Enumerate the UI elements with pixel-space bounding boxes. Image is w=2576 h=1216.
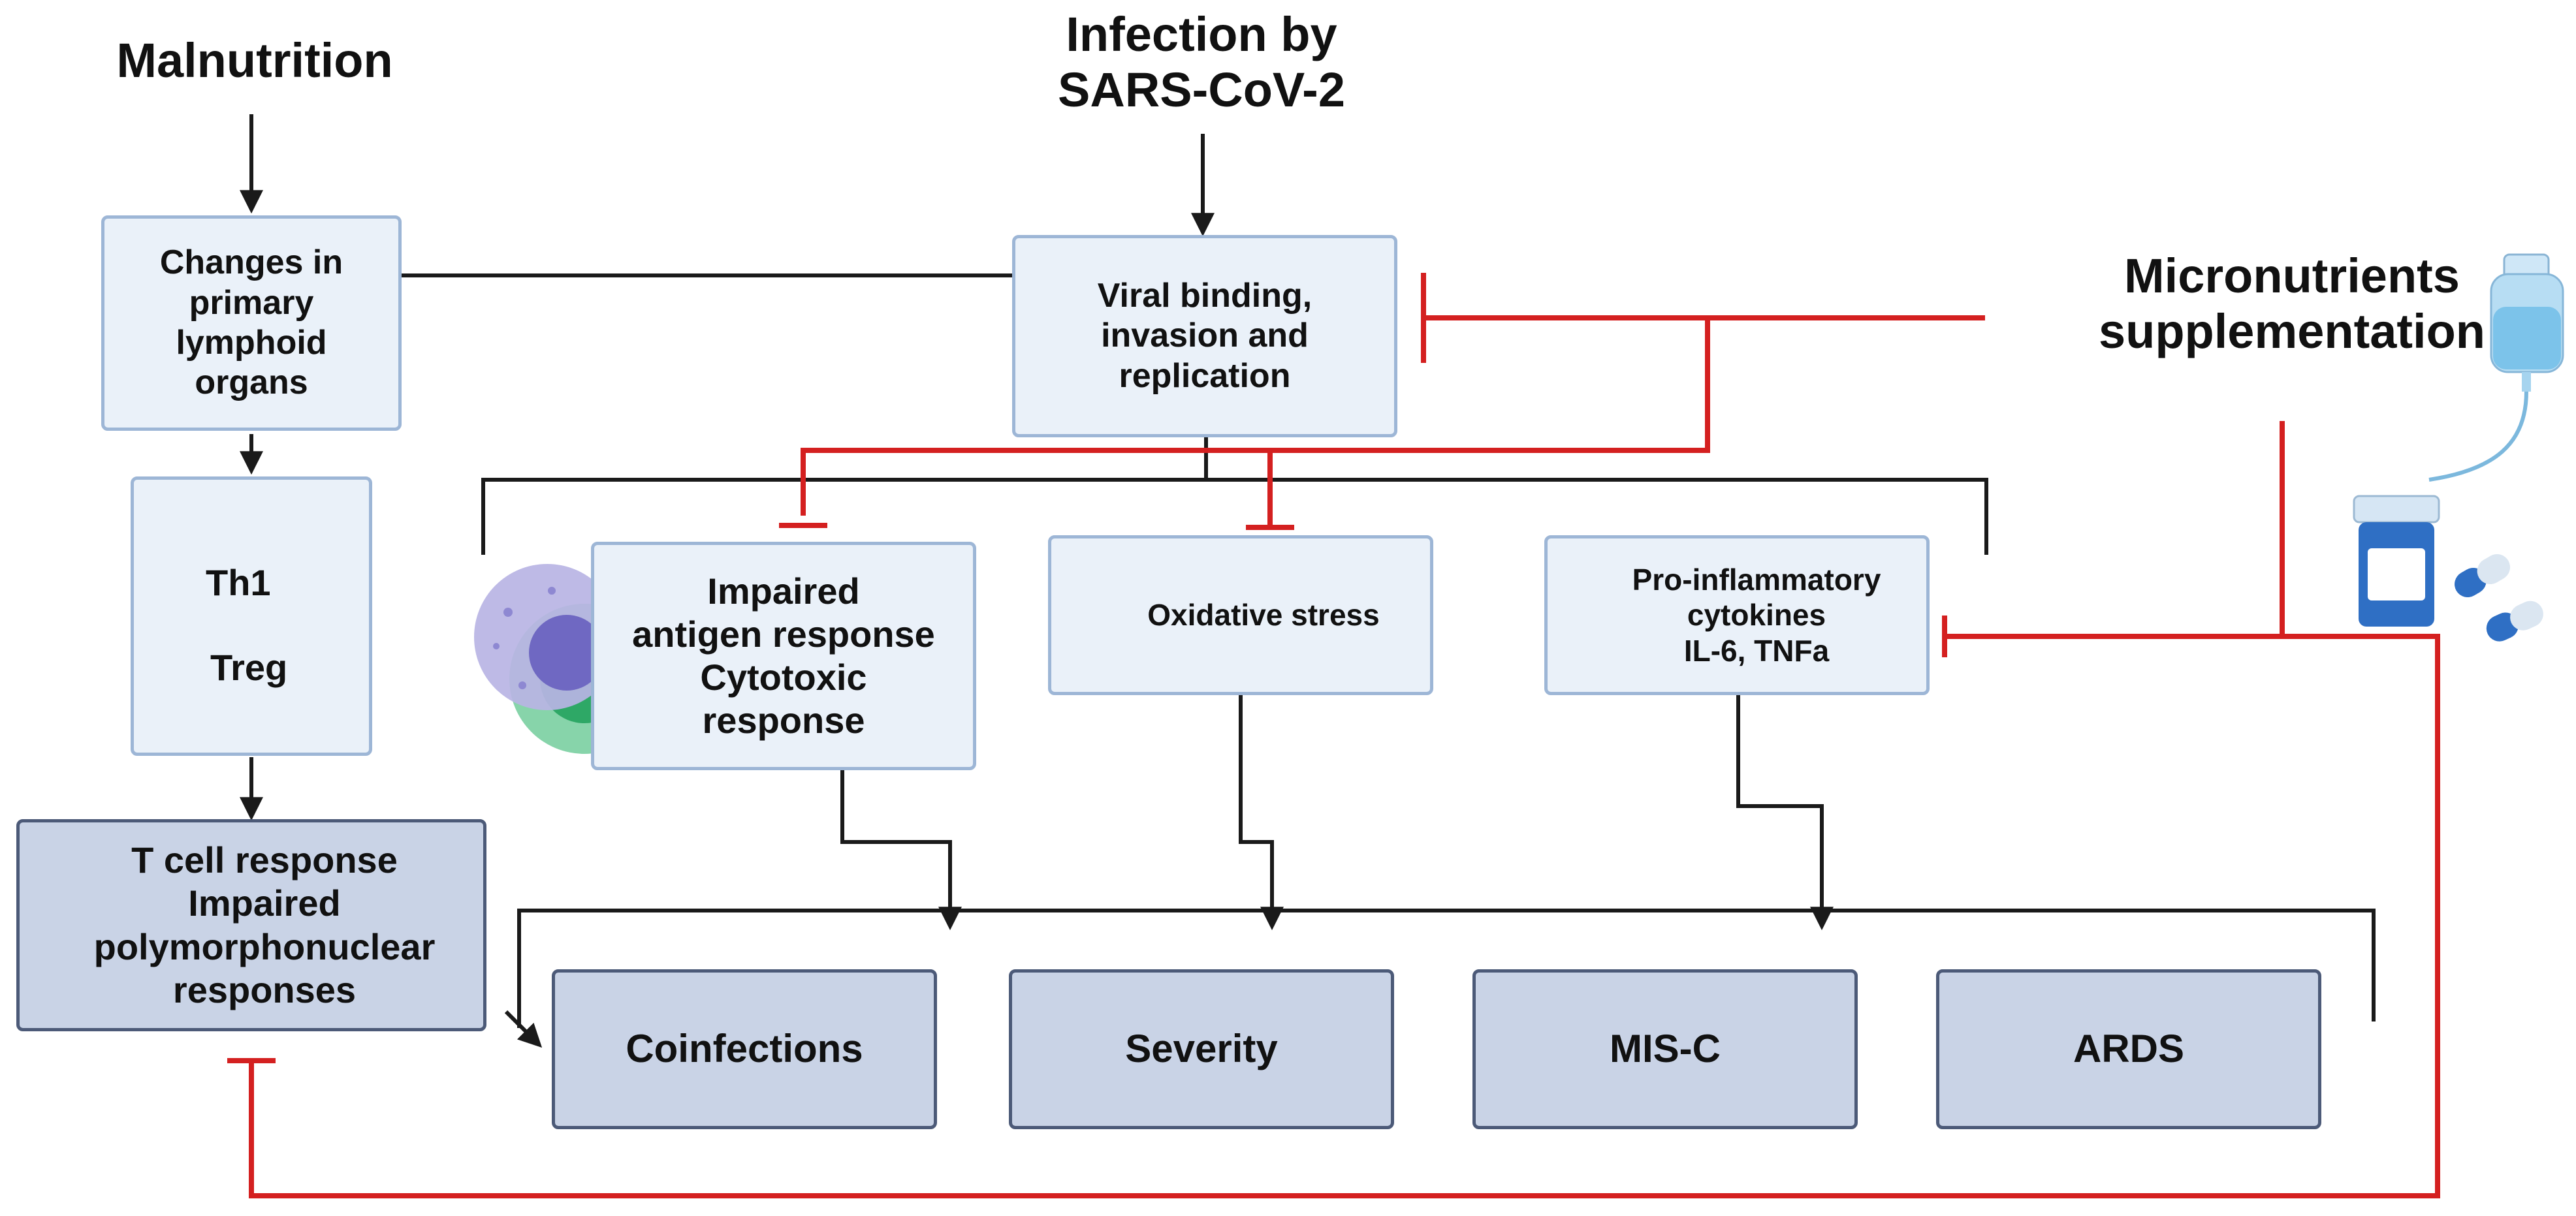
inhibit-supp-right-path bbox=[249, 421, 2440, 1198]
micronutrients-title: Micronutrients supplementation bbox=[2098, 249, 2486, 359]
elbow-proinflam bbox=[1736, 695, 1834, 931]
branch-bracket bbox=[481, 478, 1988, 555]
antigen-response-box: Impaired antigen response Cytotoxic resp… bbox=[591, 542, 976, 770]
outcome-severity: Severity bbox=[1009, 969, 1394, 1129]
treg-label: Treg bbox=[210, 647, 288, 688]
outcome-coinfections: Coinfections bbox=[552, 969, 937, 1129]
elbow-antigen bbox=[840, 770, 962, 931]
inhibit-branch-frame bbox=[801, 318, 1710, 516]
arrow-tcell-to-coinfections bbox=[504, 1010, 543, 1048]
infection-title: Infection by SARS-CoV-2 bbox=[1058, 7, 1345, 117]
tcell-response-box: T cell response Impaired polymorphonucle… bbox=[16, 819, 486, 1031]
outcome-ards: ARDS bbox=[1936, 969, 2321, 1129]
th1-label: Th1 bbox=[206, 562, 271, 603]
proinflammatory-box: Pro-inflammatory cytokines IL-6, TNFa bbox=[1544, 535, 1930, 695]
elbow-oxidative bbox=[1239, 695, 1284, 931]
outcomes-bracket bbox=[517, 909, 2376, 1028]
viral-binding-box: Viral binding, invasion and replication bbox=[1012, 235, 1397, 437]
malnutrition-title: Malnutrition bbox=[116, 33, 393, 87]
outcome-mis-c: MIS-C bbox=[1472, 969, 1858, 1129]
oxidative-stress-box: Oxidative stress bbox=[1048, 535, 1433, 695]
iv-bag-icon bbox=[2428, 253, 2564, 482]
lymphoid-organs-box: Changes in primary lymphoid organs bbox=[101, 215, 402, 431]
capsule-icon bbox=[2455, 554, 2543, 642]
th1-treg-box bbox=[131, 476, 372, 756]
pill-bottle-icon bbox=[2353, 495, 2440, 627]
